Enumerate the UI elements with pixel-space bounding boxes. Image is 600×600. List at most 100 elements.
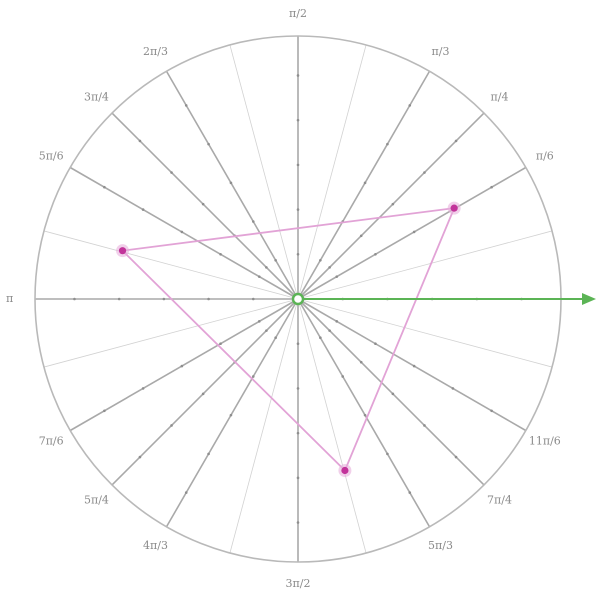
origin-point[interactable] [291, 292, 305, 306]
radial-tick [296, 163, 300, 167]
radial-tick [274, 258, 277, 262]
radial-tick [490, 185, 493, 189]
radial-tick [170, 424, 173, 427]
radial-tick [341, 375, 345, 378]
radial-tick [184, 491, 188, 494]
radial-tick [103, 185, 106, 189]
minor-ray [43, 230, 299, 300]
radial-tick [141, 208, 145, 211]
radial-tick [141, 387, 145, 390]
radial-tick [180, 230, 184, 234]
triangle-vertex[interactable] [450, 204, 458, 212]
radial-tick [391, 392, 395, 396]
angle-label: 5π/4 [84, 494, 109, 507]
radial-tick [296, 431, 300, 435]
radial-tick [328, 266, 331, 269]
angle-label: 4π/3 [143, 539, 168, 552]
radial-tick [490, 409, 493, 413]
radial-tick [180, 364, 184, 368]
triangle [121, 207, 456, 472]
radial-tick [319, 336, 322, 340]
radial-tick [103, 409, 106, 413]
radial-tick [363, 413, 367, 417]
triangle-vertex[interactable] [118, 247, 127, 255]
radial-tick [274, 336, 277, 340]
radial-tick [207, 297, 210, 301]
angle-label: π/2 [289, 7, 307, 20]
triangle-outline [121, 207, 456, 472]
angle-label: π/6 [536, 150, 554, 163]
minor-ray [43, 298, 299, 368]
minor-ray [297, 298, 553, 368]
triangle-vertices [116, 201, 461, 477]
radial-tick [229, 181, 233, 185]
minor-ray [297, 298, 367, 554]
angle-label: 7π/4 [487, 494, 512, 507]
minor-ray [229, 44, 299, 300]
radial-tick [296, 118, 300, 122]
radial-tick [251, 297, 255, 301]
radial-tick [138, 455, 142, 459]
angle-label: 11π/6 [529, 435, 561, 448]
radial-tick [219, 342, 222, 346]
angle-label: 3π/4 [84, 90, 109, 103]
radial-tick [170, 171, 173, 174]
radial-tick [207, 452, 210, 456]
radial-tick [219, 252, 222, 256]
radial-tick [423, 171, 426, 174]
radial-tick [207, 142, 210, 146]
angle-label: π/4 [491, 90, 509, 103]
radial-tick [251, 220, 255, 223]
radial-tick [184, 104, 188, 107]
radial-tick [412, 230, 416, 234]
radial-tick [408, 491, 412, 494]
minor-ray [297, 230, 553, 300]
radial-tick [451, 387, 455, 390]
minor-rays [43, 44, 553, 554]
radial-tick [296, 476, 300, 480]
radial-tick [386, 142, 389, 146]
radial-tick [408, 104, 412, 107]
radial-tick [296, 74, 300, 77]
radial-tick [359, 360, 363, 364]
radial-tick [265, 266, 268, 269]
angle-label: π/3 [432, 45, 450, 58]
radial-tick [359, 234, 363, 238]
zero-angle-vector [298, 293, 596, 305]
radial-tick [296, 521, 300, 524]
triangle-vertex[interactable] [341, 466, 349, 475]
radial-tick [162, 297, 166, 301]
radial-tick [117, 297, 121, 301]
radial-tick [328, 329, 331, 332]
radial-tick [423, 424, 426, 427]
radial-tick [257, 320, 261, 323]
angle-label: 2π/3 [143, 45, 168, 58]
radial-tick [374, 342, 377, 346]
radial-tick [319, 258, 322, 262]
radial-tick [335, 275, 339, 278]
minor-ray [297, 44, 367, 300]
angle-label: π [6, 292, 13, 305]
angle-label: 5π/3 [428, 539, 453, 552]
radial-tick [201, 202, 205, 206]
radial-tick [454, 455, 458, 459]
radial-tick [296, 252, 300, 256]
radial-tick [363, 181, 367, 185]
radial-tick [391, 202, 395, 206]
radial-tick [138, 139, 142, 143]
radial-tick [201, 392, 205, 396]
radial-tick [265, 329, 268, 332]
radial-tick [257, 275, 261, 278]
angle-label: 3π/2 [286, 577, 311, 590]
radial-tick [73, 297, 76, 301]
radial-tick [335, 320, 339, 323]
radial-tick [454, 139, 458, 143]
radial-tick [229, 413, 233, 417]
radial-tick [374, 252, 377, 256]
angle-labels: π/2 π/3 π/4 π/6 π 2π/3 3π/4 5π/6 7π/6 5π/4 4π/3 3π/… [6, 7, 561, 590]
angle-label: 7π/6 [39, 435, 64, 448]
vector-arrowhead [582, 293, 596, 305]
radial-tick [296, 387, 300, 390]
angle-label: 5π/6 [39, 150, 64, 163]
